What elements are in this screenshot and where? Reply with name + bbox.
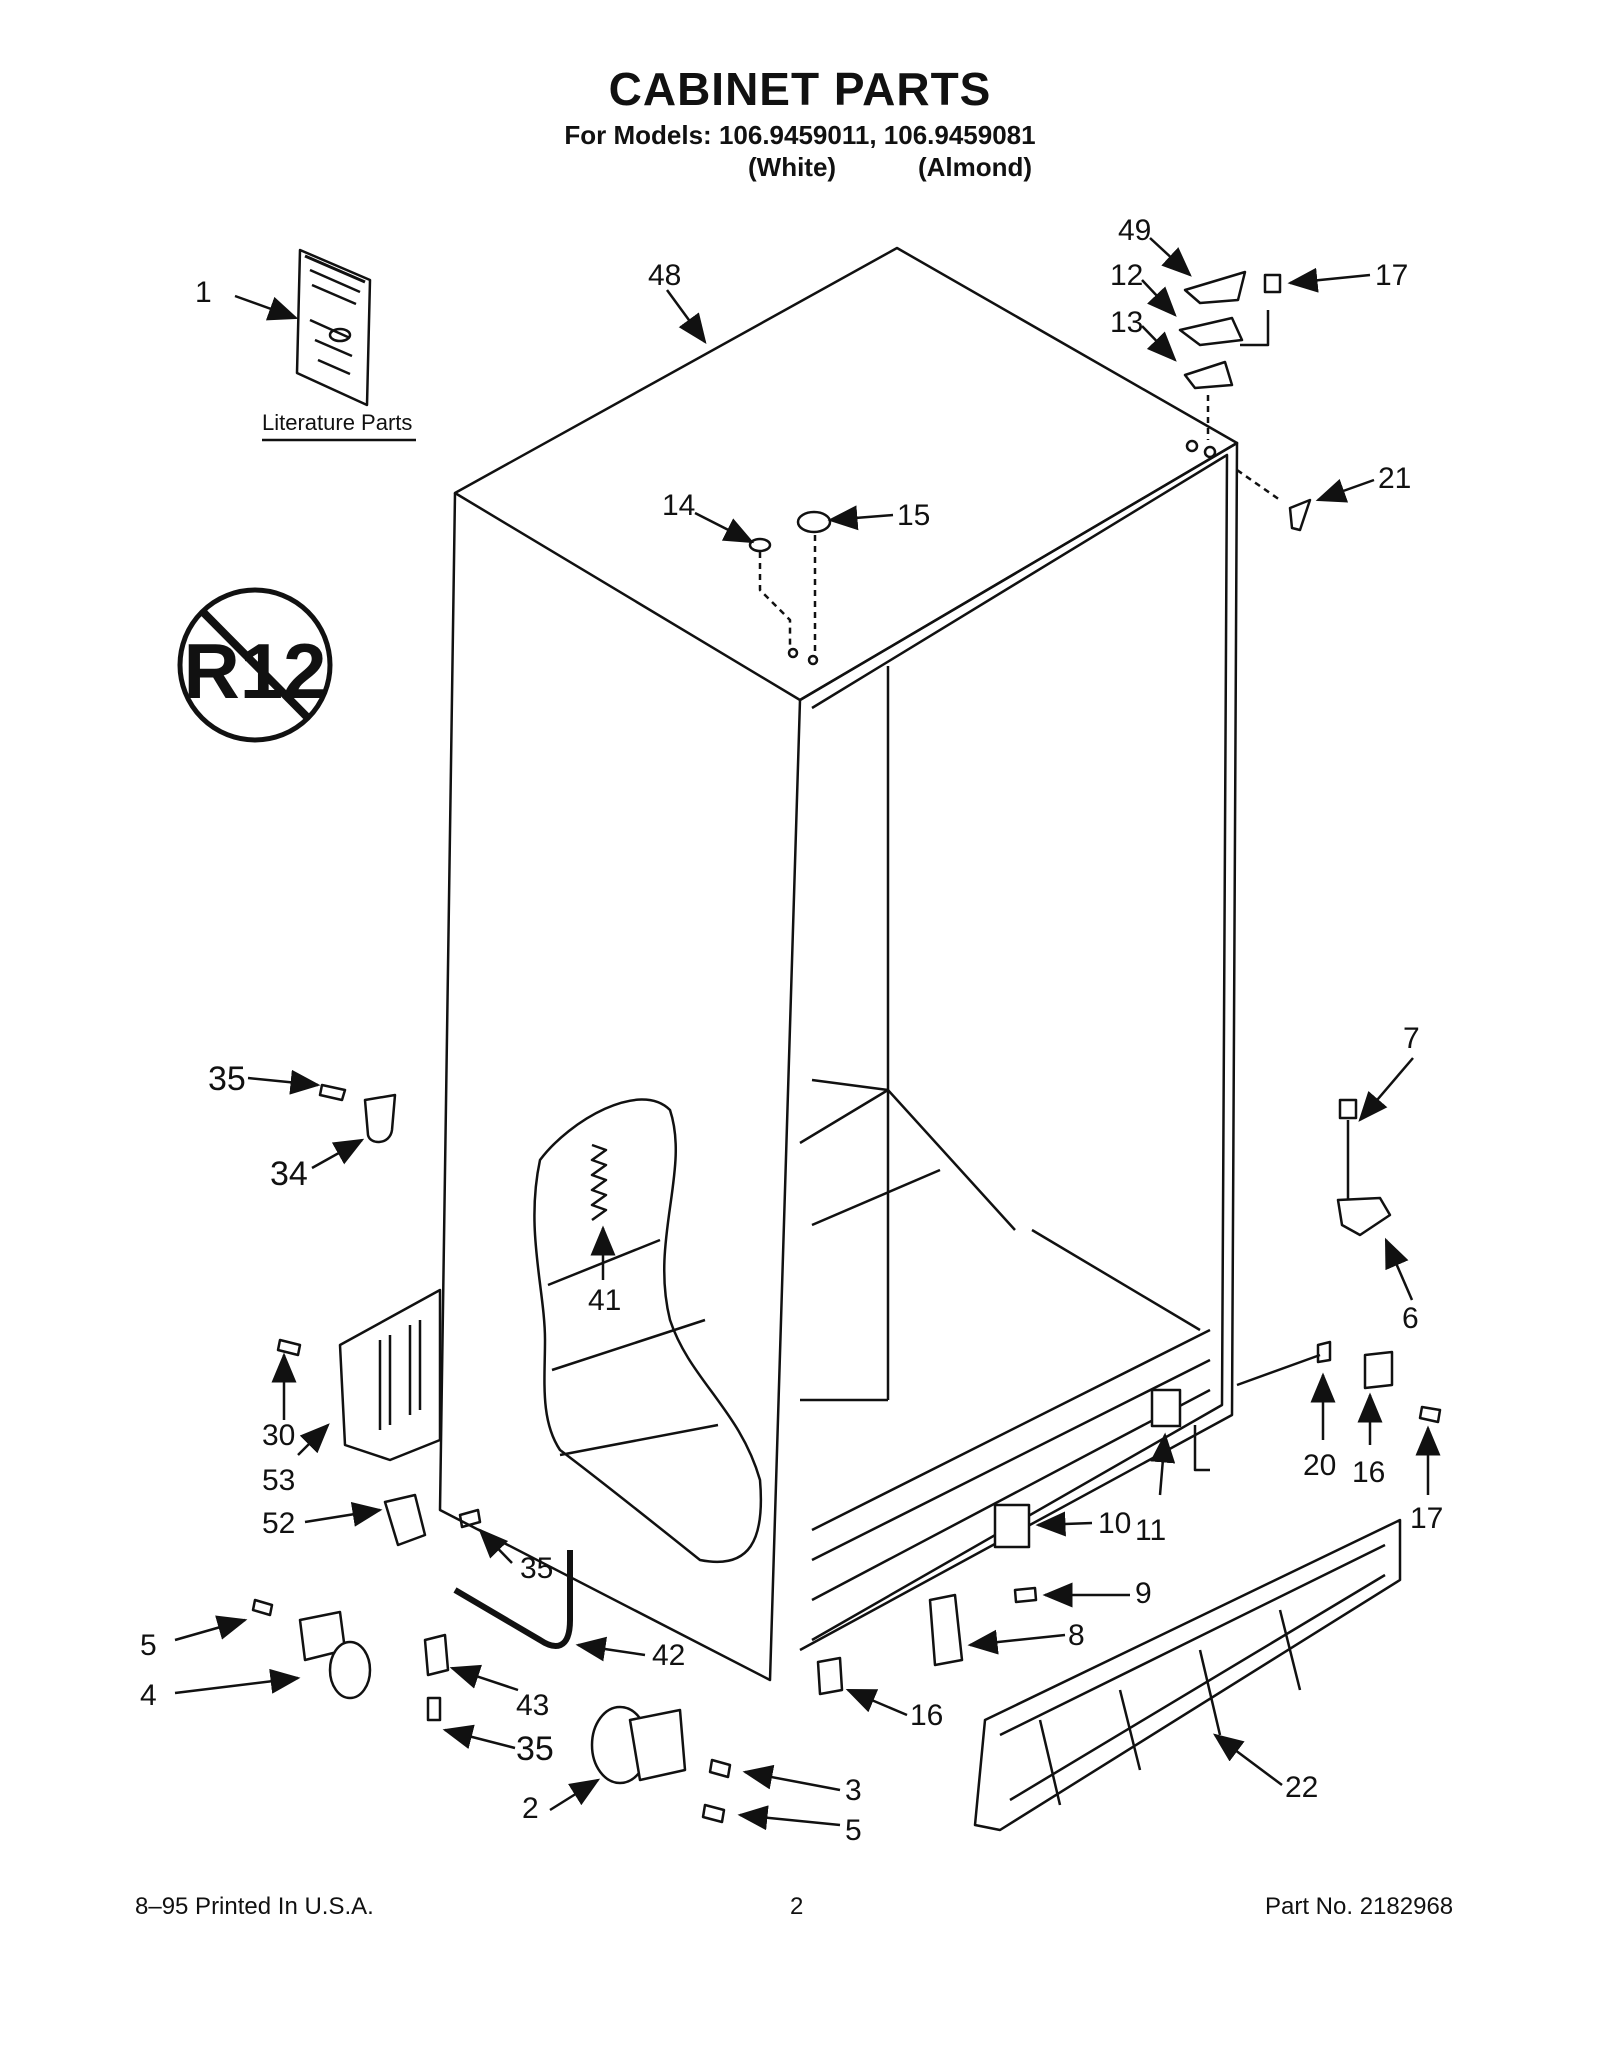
callout-2: 2	[522, 1792, 539, 1825]
cabinet-body	[438, 246, 1239, 1682]
page-title: CABINET PARTS	[608, 63, 992, 115]
callout-9: 9	[1135, 1577, 1152, 1610]
vent-panel-part	[338, 1288, 442, 1462]
callout-49: 49	[1118, 214, 1151, 247]
callout-14: 14	[662, 489, 695, 522]
top-hinge-parts	[1178, 270, 1270, 459]
callout-10: 10	[1098, 1507, 1131, 1540]
caster-part	[298, 1610, 372, 1700]
callout-5-left: 5	[140, 1629, 157, 1662]
color-almond-label: (Almond)	[918, 152, 1033, 182]
callout-17-top: 17	[1375, 259, 1408, 292]
part-21-clip	[1288, 498, 1312, 532]
callout-52: 52	[262, 1507, 295, 1540]
callout-5-bottom: 5	[845, 1814, 862, 1847]
part-52-bracket	[383, 1493, 427, 1547]
part-16-bracket-right	[1363, 1350, 1394, 1390]
callout-16-lower: 16	[910, 1699, 943, 1732]
part-11-block	[1150, 1388, 1182, 1428]
callout-16-right: 16	[1352, 1456, 1385, 1489]
toe-grille-part	[973, 1518, 1402, 1832]
part-10-block	[993, 1503, 1031, 1549]
insulation-cutaway	[533, 1098, 763, 1564]
callout-11: 11	[1135, 1514, 1166, 1547]
color-white-label: (White)	[748, 152, 837, 182]
clamp-part	[363, 1093, 397, 1144]
callout-35-lower: 35	[516, 1730, 554, 1768]
models-line: For Models: 106.9459011, 106.9459081	[564, 120, 1036, 150]
drain-tube-part	[453, 1550, 573, 1649]
footer-page-number: 2	[790, 1893, 804, 1920]
callout-53: 53	[262, 1464, 295, 1497]
screw-parts	[251, 273, 1442, 1824]
callout-6: 6	[1402, 1302, 1419, 1335]
callout-1: 1	[195, 276, 212, 309]
callout-42: 42	[652, 1639, 685, 1672]
hinge-bracket-part	[1336, 1196, 1392, 1237]
coil-part	[590, 1143, 608, 1222]
callout-3: 3	[845, 1774, 862, 1807]
part-43-clip	[423, 1633, 450, 1677]
part-8-bracket	[928, 1593, 964, 1667]
callout-41: 41	[588, 1284, 621, 1317]
callout-22: 22	[1285, 1771, 1318, 1804]
literature-label: Literature Parts	[262, 410, 412, 435]
callout-34: 34	[270, 1155, 308, 1193]
callout-7: 7	[1403, 1022, 1420, 1055]
front-roller-part	[590, 1705, 687, 1785]
callout-30: 30	[262, 1419, 295, 1452]
callout-48: 48	[648, 259, 681, 292]
footer-part-number: Part No. 2182968	[1265, 1893, 1454, 1920]
callout-35-upper: 35	[208, 1060, 246, 1098]
callout-13: 13	[1110, 306, 1143, 339]
callout-21: 21	[1378, 462, 1411, 495]
r12-text: R12	[183, 627, 326, 715]
callout-4: 4	[140, 1679, 157, 1712]
callout-20: 20	[1303, 1449, 1336, 1482]
callout-43: 43	[516, 1689, 549, 1722]
callout-15: 15	[897, 499, 930, 532]
callout-8: 8	[1068, 1619, 1085, 1652]
callout-17-bottom: 17	[1410, 1502, 1443, 1535]
callout-12: 12	[1110, 259, 1143, 292]
part-16-bracket-lower	[816, 1656, 844, 1696]
footer-printed: 8–95 Printed In U.S.A.	[135, 1893, 374, 1920]
part-20-bracket	[1316, 1340, 1332, 1364]
literature-booklet-icon	[295, 248, 372, 407]
no-r12-icon	[177, 587, 333, 743]
callout-35-middle: 35	[520, 1552, 553, 1585]
